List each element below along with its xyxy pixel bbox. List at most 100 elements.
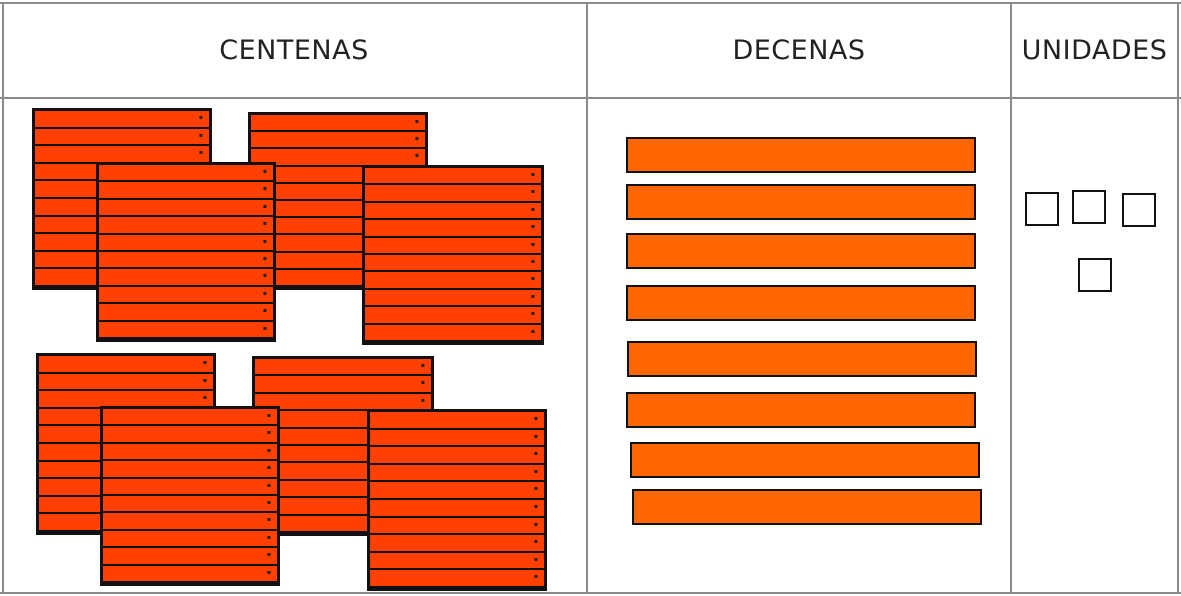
hundred-block-row: ▪ <box>103 479 277 496</box>
hundred-block-row: ▪ <box>251 149 425 167</box>
hundred-block-row: ▪ <box>365 272 541 290</box>
row-mark: ▪ <box>266 533 271 541</box>
row-mark: ▪ <box>262 202 267 210</box>
hundred-block-row: ▪ <box>370 412 544 430</box>
row-mark: ▪ <box>533 485 538 493</box>
row-mark: ▪ <box>266 412 271 419</box>
hundred-block-row: ▪ <box>103 513 277 531</box>
hundred-block-row: ▪ <box>103 426 277 444</box>
row-mark: ▪ <box>530 223 535 231</box>
row-mark: ▪ <box>262 255 267 262</box>
row-mark: ▪ <box>202 394 207 402</box>
row-mark: ▪ <box>420 362 425 369</box>
hundred-block-row: ▪ <box>365 203 541 221</box>
hundred-block: ▪▪▪▪▪▪▪▪▪▪ <box>367 409 547 591</box>
ten-rod <box>630 442 980 478</box>
row-mark: ▪ <box>266 464 271 472</box>
hundred-block-row: ▪ <box>370 518 544 536</box>
table-top-border <box>0 2 1181 4</box>
ten-rod <box>626 233 976 269</box>
unit-cube <box>1078 258 1112 292</box>
ten-rod <box>626 184 976 220</box>
row-mark: ▪ <box>420 396 425 404</box>
header-unidades: UNIDADES <box>1021 34 1168 66</box>
hundred-block-row: ▪ <box>370 500 544 518</box>
hundred-block-row: ▪ <box>99 217 273 235</box>
hundred-block-row: ▪ <box>365 168 541 186</box>
hundred-block-row: ▪ <box>103 531 277 549</box>
column-divider-1 <box>586 2 588 594</box>
hundred-block-row: ▪ <box>103 548 277 566</box>
hundred-block-row: ▪ <box>365 325 541 342</box>
hundred-block-row: ▪ <box>255 359 431 377</box>
row-mark: ▪ <box>414 135 419 143</box>
hundred-block-row: ▪ <box>370 535 544 553</box>
hundred-block-row: ▪ <box>99 304 273 322</box>
row-mark: ▪ <box>530 327 535 335</box>
unit-cube <box>1025 192 1059 226</box>
hundred-block-row: ▪ <box>365 307 541 325</box>
hundred-block: ▪ ▪ ▪ ▪ ▪ ▪ ▪ ▪ ▪ ▪ <box>362 165 544 345</box>
row-mark: ▪ <box>414 152 419 160</box>
unit-cube <box>1072 190 1106 224</box>
row-mark: ▪ <box>198 114 203 121</box>
hundred-block-row: ▪ <box>103 444 277 462</box>
row-mark: ▪ <box>198 131 203 139</box>
row-mark: ▪ <box>262 185 267 193</box>
row-mark: ▪ <box>530 205 535 213</box>
row-mark: ▪ <box>530 275 535 283</box>
row-mark: ▪ <box>266 516 271 524</box>
header-centenas: CENTENAS <box>219 34 369 66</box>
row-mark: ▪ <box>533 520 538 528</box>
hundred-block-row: ▪ <box>99 252 273 270</box>
row-mark: ▪ <box>420 379 425 387</box>
row-mark: ▪ <box>533 538 538 546</box>
row-mark: ▪ <box>202 359 207 366</box>
ten-rod <box>626 392 976 428</box>
row-mark: ▪ <box>530 292 535 300</box>
hundred-block-row: ▪ <box>99 287 273 305</box>
hundred-block-row: ▪ <box>35 129 209 147</box>
table-left-border <box>2 2 4 594</box>
row-mark: ▪ <box>530 310 535 318</box>
ten-rod <box>626 285 976 321</box>
row-mark: ▪ <box>533 450 538 458</box>
row-mark: ▪ <box>266 551 271 559</box>
hundred-block-row: ▪ <box>39 356 213 374</box>
ten-rod <box>632 489 982 525</box>
hundred-block-row: ▪ <box>99 269 273 287</box>
hundred-block-row: ▪ <box>365 290 541 308</box>
hundred-block-row: ▪ <box>99 165 273 183</box>
table-bottom-border <box>0 592 1181 594</box>
hundred-block-row: ▪ <box>99 322 273 339</box>
hundred-block-row: ▪ <box>103 496 277 514</box>
hundred-block-row: ▪ <box>365 185 541 203</box>
row-mark: ▪ <box>530 240 535 248</box>
row-mark: ▪ <box>198 149 203 157</box>
ten-rod <box>627 341 977 377</box>
hundred-block-row: ▪ <box>370 430 544 448</box>
header-divider <box>0 97 1181 99</box>
row-mark: ▪ <box>266 446 271 454</box>
hundred-block-row: ▪ <box>255 394 431 412</box>
hundred-block-row: ▪ <box>35 111 209 129</box>
row-mark: ▪ <box>530 258 535 265</box>
hundred-block-row: ▪ <box>103 461 277 479</box>
row-mark: ▪ <box>533 503 538 510</box>
hundred-block-row: ▪ <box>370 553 544 571</box>
hundred-block-row: ▪ <box>370 465 544 483</box>
hundred-block-row: ▪ <box>370 570 544 588</box>
hundred-block-row: ▪ <box>365 220 541 238</box>
row-mark: ▪ <box>262 307 267 315</box>
hundred-block-row: ▪ <box>39 374 213 392</box>
row-mark: ▪ <box>266 499 271 506</box>
hundred-block-row: ▪ <box>103 566 277 583</box>
row-mark: ▪ <box>533 555 538 563</box>
row-mark: ▪ <box>266 481 271 489</box>
row-mark: ▪ <box>266 568 271 576</box>
row-mark: ▪ <box>530 171 535 178</box>
hundred-block-row: ▪ <box>99 235 273 252</box>
header-decenas: DECENAS <box>732 34 866 66</box>
table-right-border <box>1177 2 1179 594</box>
